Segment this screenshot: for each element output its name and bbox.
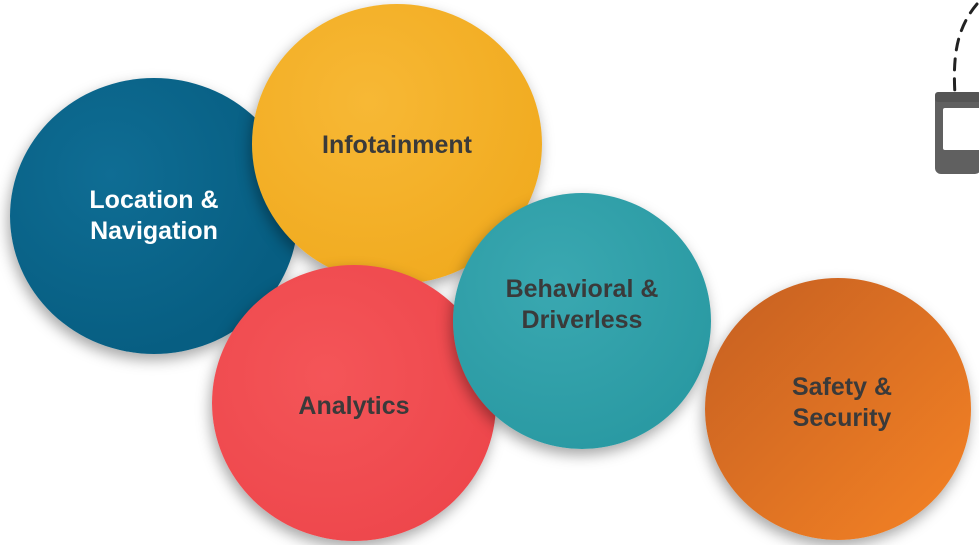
- circle-behavioral-driverless: Behavioral & Driverless: [453, 193, 711, 449]
- circle-safety-security: Safety & Security: [705, 278, 971, 540]
- label-location-navigation: Location & Navigation: [89, 185, 219, 245]
- circle-location-navigation: Location & Navigation: [10, 78, 298, 354]
- label-infotainment: Infotainment: [322, 131, 472, 160]
- dashed-signal-line: [952, 2, 979, 97]
- label-analytics: Analytics: [298, 392, 410, 421]
- label-behavioral-driverless: Behavioral & Driverless: [505, 274, 659, 334]
- connected-device-icon: [935, 2, 979, 174]
- device-body: [935, 92, 979, 174]
- circle-analytics: Analytics: [212, 265, 496, 541]
- label-safety-security: Safety & Security: [791, 372, 893, 432]
